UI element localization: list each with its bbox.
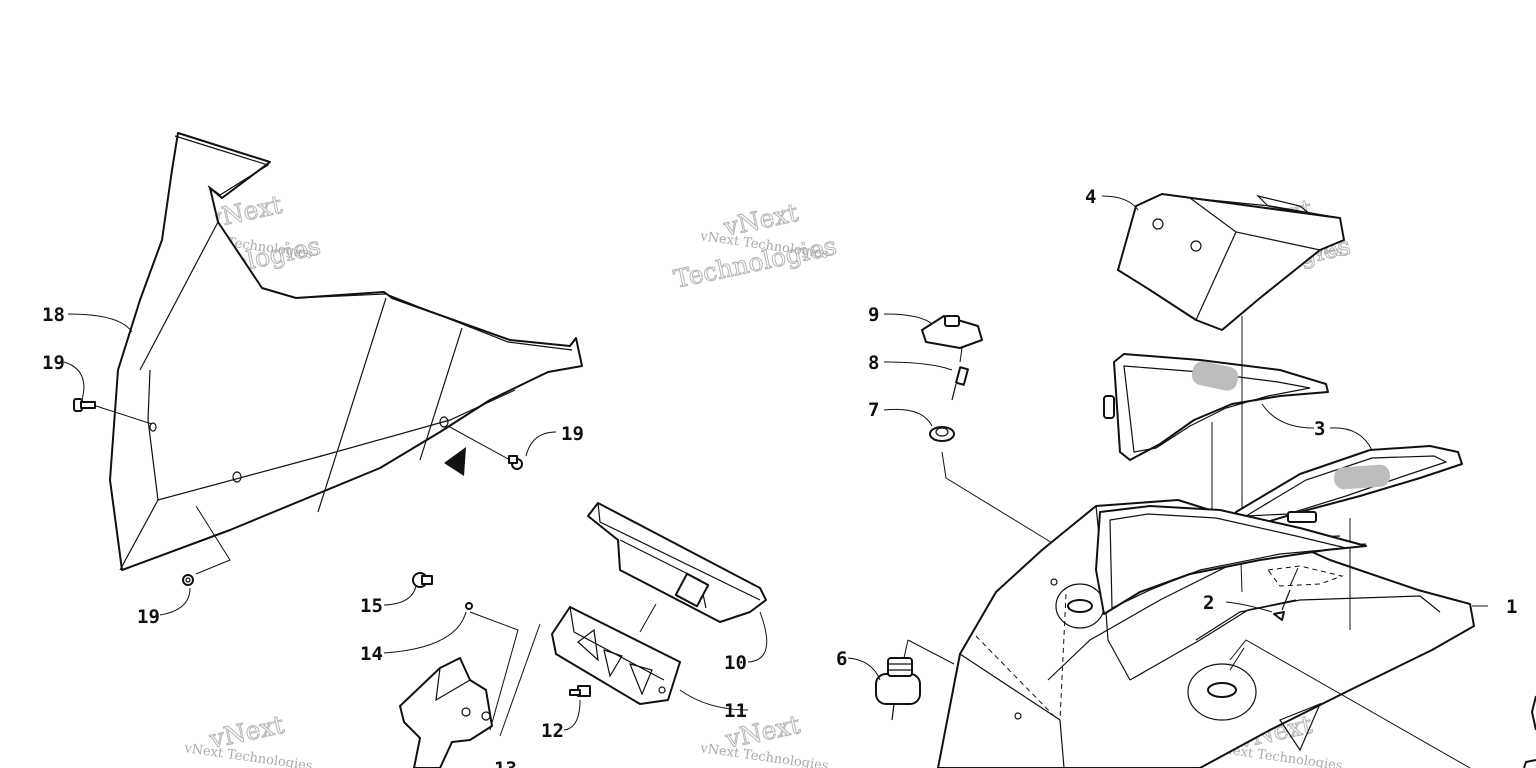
callout-9: 9 bbox=[868, 304, 879, 326]
screw-part bbox=[1273, 567, 1299, 621]
edge-part bbox=[1523, 695, 1536, 768]
callout-4: 4 bbox=[1085, 186, 1096, 208]
lens-frame-part bbox=[1235, 445, 1463, 630]
callout-19: 19 bbox=[137, 606, 160, 628]
leader-lines bbox=[63, 195, 1488, 731]
callout-8: 8 bbox=[868, 352, 879, 374]
callout-12: 12 bbox=[541, 720, 564, 742]
callout-7: 7 bbox=[868, 399, 879, 421]
callout-19: 19 bbox=[42, 352, 65, 374]
watermark-bottom-center: vNext vNext Technologies bbox=[698, 709, 829, 768]
bracket-part bbox=[399, 572, 541, 768]
callout-18: 18 bbox=[42, 304, 65, 326]
gauge-cluster-part bbox=[587, 502, 767, 633]
windshield-part bbox=[109, 132, 583, 571]
callout-15: 15 bbox=[360, 595, 383, 617]
inner-lens-part bbox=[1095, 505, 1367, 615]
callout-10: 10 bbox=[724, 652, 747, 674]
gauge-housing-part bbox=[551, 606, 681, 705]
callout-14: 14 bbox=[360, 643, 383, 665]
callout-2: 2 bbox=[1203, 592, 1214, 614]
lens-frame-part bbox=[1103, 353, 1329, 530]
ignition-lock-part bbox=[921, 315, 1081, 561]
callout-3: 3 bbox=[1314, 418, 1325, 440]
screw-part bbox=[73, 398, 523, 586]
callout-6: 6 bbox=[836, 648, 847, 670]
callout-11: 11 bbox=[724, 700, 747, 722]
callout-labels: 1 2 3 4 6 7 8 9 10 11 12 13 14 15 18 19 … bbox=[42, 186, 1517, 768]
top-box-part bbox=[1117, 193, 1345, 508]
callout-19: 19 bbox=[561, 423, 584, 445]
callout-1: 1 bbox=[1506, 596, 1517, 618]
watermark-top-center: vNext Technologies vNext Technologies bbox=[671, 197, 840, 294]
watermark-bottom-left: vNext vNext Technologies bbox=[182, 709, 313, 768]
switch-part bbox=[875, 639, 955, 721]
arrow-marker-icon bbox=[444, 447, 466, 476]
callout-13: 13 bbox=[494, 758, 517, 768]
